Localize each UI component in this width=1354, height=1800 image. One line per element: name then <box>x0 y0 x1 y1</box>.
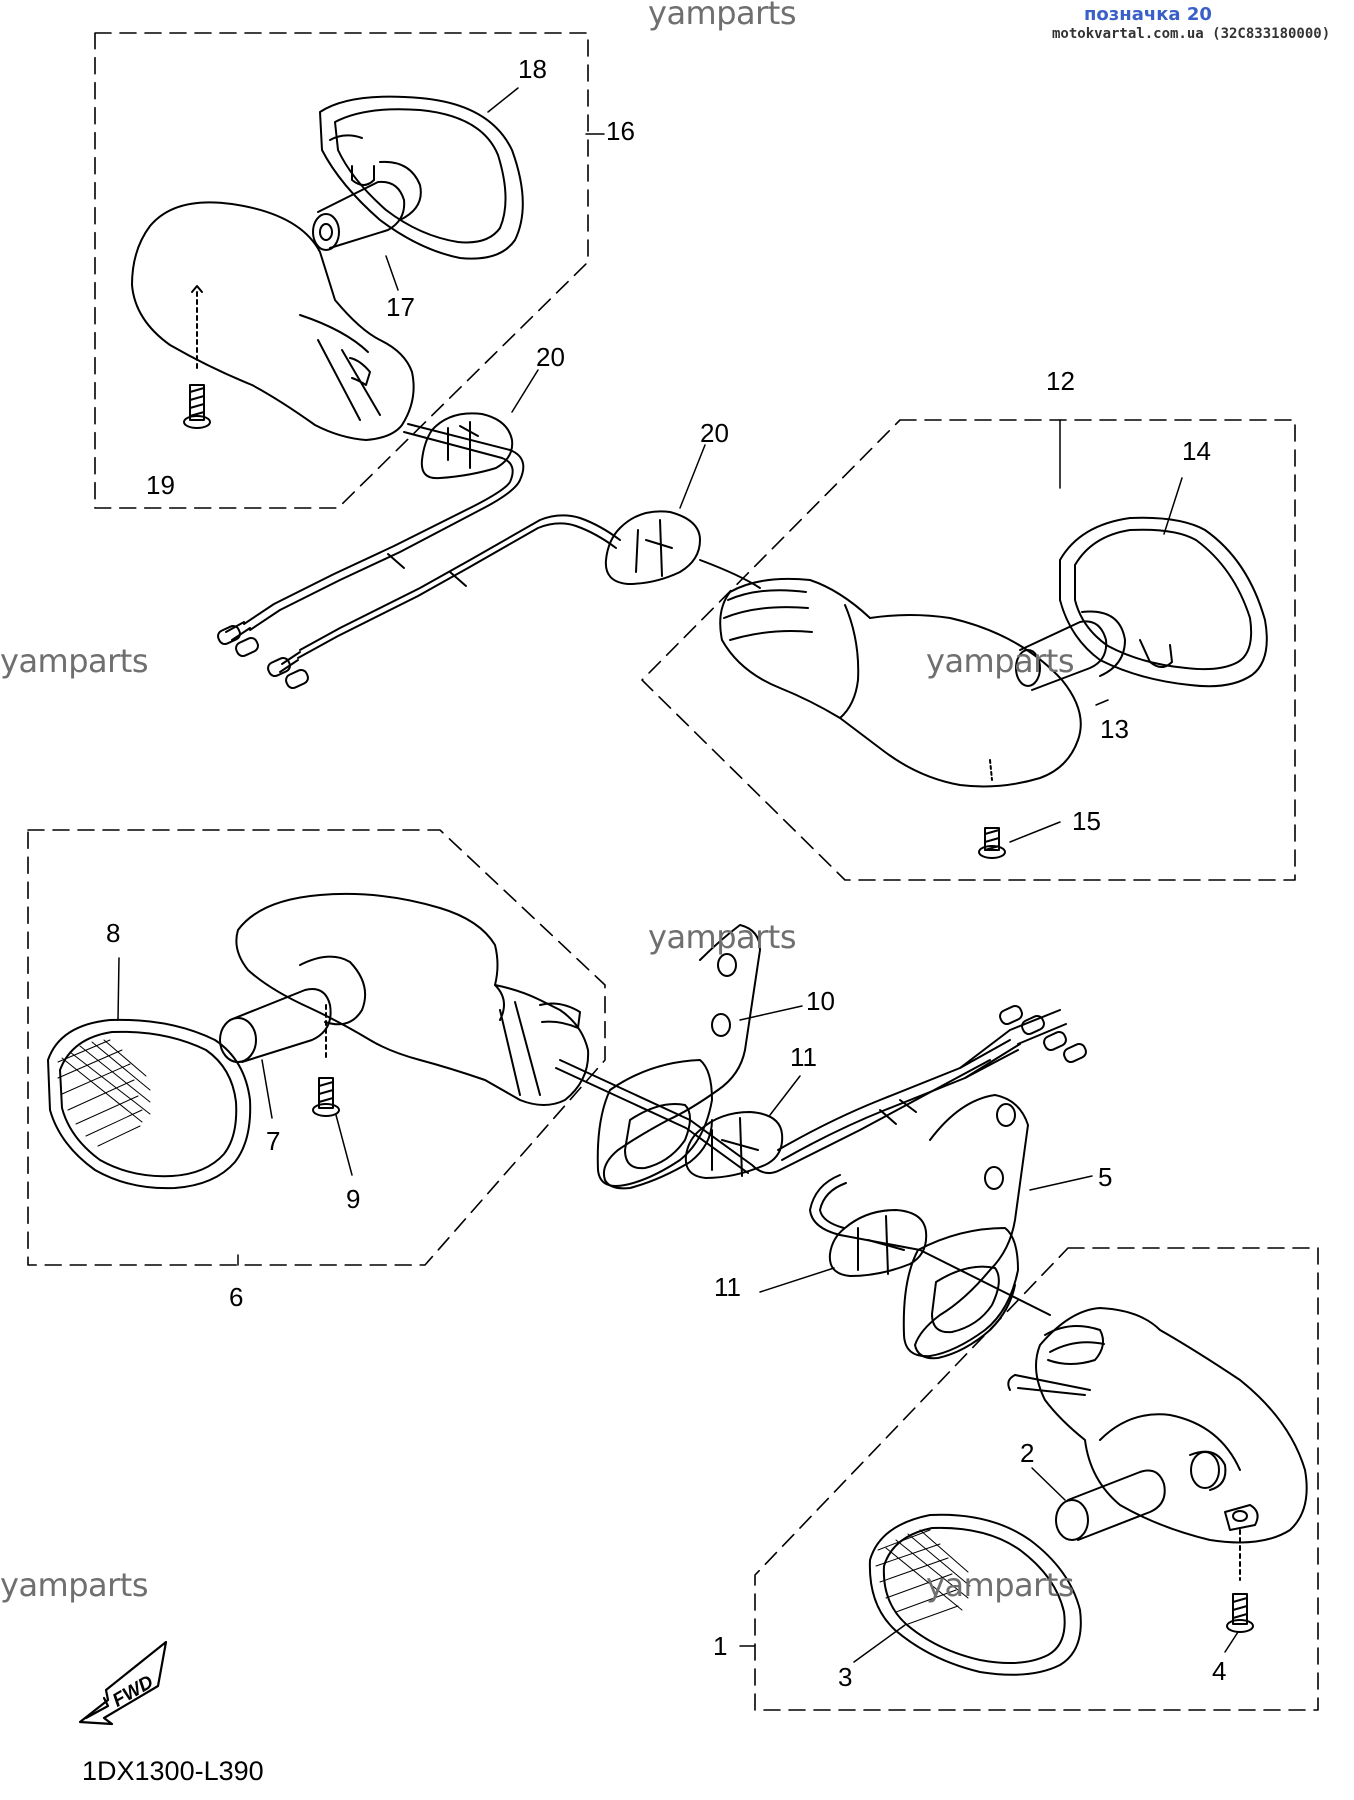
badge-source: motokvartal.com.ua (32C833180000) <box>1052 26 1331 42</box>
callout-10: 10 <box>806 986 835 1016</box>
assembly-12-screw <box>978 827 1006 859</box>
badge-title: позначка 20 <box>1084 4 1212 25</box>
callout-20-right: 20 <box>700 418 729 448</box>
callout-12: 12 <box>1046 366 1075 396</box>
watermark: yamparts <box>926 1566 1075 1604</box>
assembly-12-bulb <box>1015 610 1126 691</box>
callout-18: 18 <box>518 54 547 84</box>
callout-numbers: 1 2 3 4 5 6 7 8 9 10 11 11 12 13 14 15 1… <box>106 54 1226 1692</box>
callout-7: 7 <box>266 1126 280 1156</box>
callout-6: 6 <box>229 1282 243 1312</box>
assembly-1-bulb <box>1055 1450 1259 1541</box>
callout-1: 1 <box>713 1631 727 1661</box>
callout-16: 16 <box>606 116 635 146</box>
diagram-code: 1DX1300-L390 <box>82 1756 264 1786</box>
callout-14: 14 <box>1182 436 1211 466</box>
callout-3: 3 <box>838 1662 852 1692</box>
callout-2: 2 <box>1020 1438 1034 1468</box>
callout-9: 9 <box>346 1184 360 1214</box>
assembly-6-boundary <box>27 829 606 1266</box>
assembly-1-housing <box>1007 1307 1308 1544</box>
watermark: yamparts <box>648 918 797 956</box>
callout-11-upper: 11 <box>790 1042 817 1072</box>
callout-11-lower: 11 <box>714 1272 741 1302</box>
fwd-label: FWD <box>109 1672 157 1712</box>
lower-wire <box>809 1174 1051 1316</box>
assembly-1-lens <box>868 1513 1082 1676</box>
assembly-12-housing <box>719 577 1082 788</box>
assembly-16-housing <box>131 201 415 441</box>
assembly-6-lens-grid <box>57 1039 151 1147</box>
assembly-6-lens <box>47 1018 252 1190</box>
callout-19: 19 <box>146 470 175 500</box>
leader-lines <box>117 87 1239 1663</box>
assembly-16-boundary <box>94 32 589 509</box>
assembly-6-screw <box>312 1004 340 1117</box>
assembly-1-lens-grid <box>875 1529 971 1625</box>
assembly-12-lens <box>1059 516 1268 688</box>
callout-4: 4 <box>1212 1656 1226 1686</box>
assembly-16-lens <box>319 95 524 260</box>
callout-5: 5 <box>1098 1162 1112 1192</box>
grommet-11-upper <box>684 1111 784 1179</box>
fwd-arrow-icon <box>78 1640 168 1726</box>
assembly-6-housing <box>235 892 590 1106</box>
callout-15: 15 <box>1072 806 1101 836</box>
assembly-12-grommet <box>604 510 701 585</box>
bracket-5 <box>902 1094 1029 1360</box>
assembly-12-boundary <box>641 419 1296 881</box>
assembly-16-wire <box>217 423 525 658</box>
assembly-16-screw <box>183 285 211 429</box>
assembly-6-wire <box>555 1059 991 1175</box>
watermark: yamparts <box>0 642 149 680</box>
assembly-16-bulb <box>312 160 422 251</box>
assembly-6-bulb <box>219 955 366 1063</box>
watermark: yamparts <box>648 0 797 32</box>
assembly-1-boundary <box>754 1247 1319 1711</box>
callout-8: 8 <box>106 918 120 948</box>
assembly-16-grommet <box>420 412 514 480</box>
harness-connectors <box>777 1004 1087 1161</box>
callout-17: 17 <box>386 292 415 322</box>
assembly-12-wire <box>267 514 761 690</box>
watermark: yamparts <box>926 642 1075 680</box>
callout-13: 13 <box>1100 714 1129 744</box>
bracket-10 <box>596 924 761 1190</box>
assembly-1-screw <box>1226 1529 1254 1633</box>
callout-20-left: 20 <box>536 342 565 372</box>
watermark: yamparts <box>0 1566 149 1604</box>
